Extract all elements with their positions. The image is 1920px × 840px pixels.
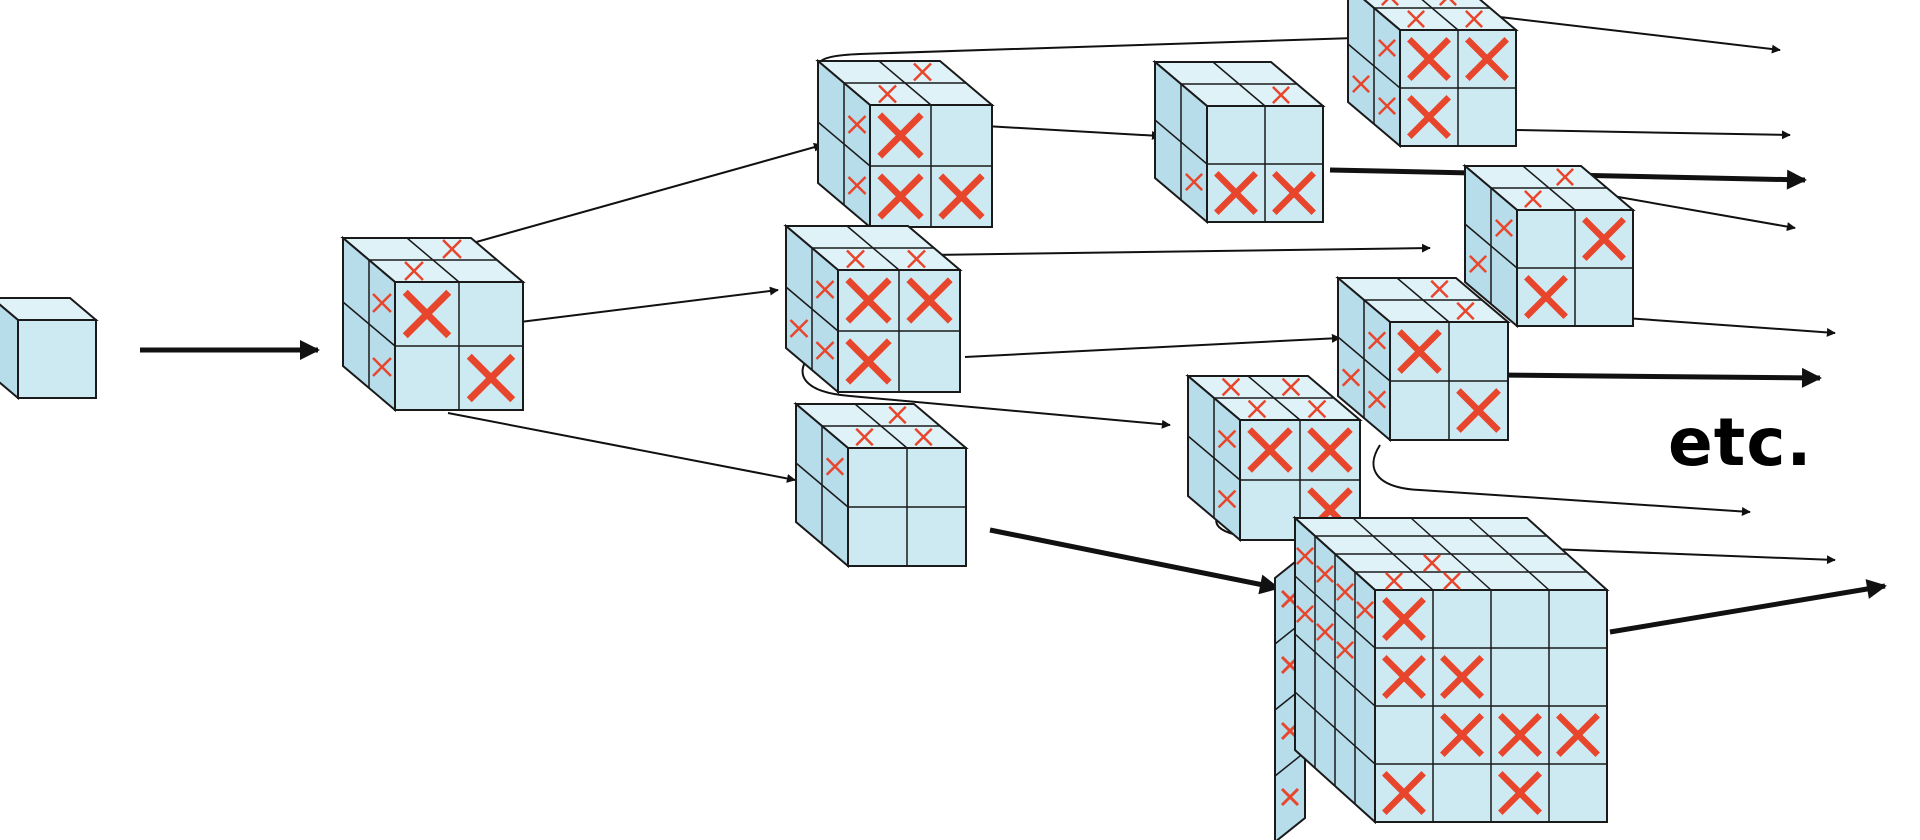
cube-level-3-e [1185,373,1363,543]
arrow-3a-out-1 [1482,14,1781,54]
arrow-3d-out-1 [1494,367,1822,388]
cube-level-2-top [815,58,995,230]
arrow-middle-to-3c [929,243,1431,256]
arrow-3a-out-2 [1514,129,1791,140]
cube-level-3-a [1347,0,1519,149]
cube-level-3-large [1274,515,1610,840]
cube-start [0,297,99,401]
arrow-middle-to-3d [964,333,1341,358]
arrow-3c-out-2 [1624,317,1836,337]
cube-level-3-d [1335,275,1511,443]
arrow-large-out [1609,579,1887,635]
arrow-level-1-to-bottom [447,412,796,483]
cube-level-3-b [1152,59,1326,225]
arrow-level-1-to-middle [519,286,779,323]
arrow-bottom-to-large [989,527,1280,595]
etc-label: etc. [1668,404,1813,481]
arrow-3d-out-2 [1372,444,1751,516]
arrow-3c-out-1 [1589,191,1796,232]
arrow-top-to-3b [984,125,1161,141]
cubes [0,0,1636,840]
cube-level-2-bottom [793,401,969,569]
cube-level-3-c [1462,163,1636,329]
cube-level-1 [340,235,526,413]
cube-level-2-middle [783,223,963,395]
